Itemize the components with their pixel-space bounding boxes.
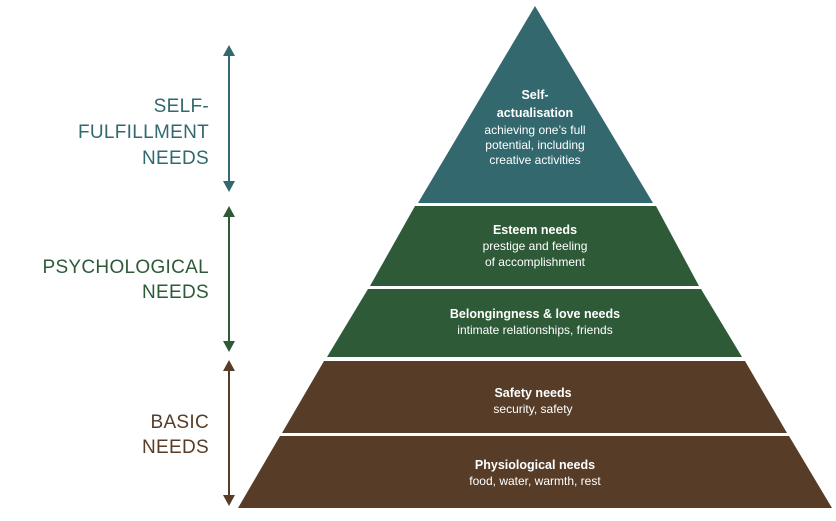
- tier-safety-text: Safety needs security, safety: [493, 386, 572, 416]
- tier-self-actualisation: [418, 6, 653, 203]
- psychological-label-line2: NEEDS: [142, 282, 209, 303]
- belonging-title: Belongingness & love needs: [450, 307, 620, 321]
- basic-label-line2: NEEDS: [142, 437, 209, 458]
- safety-desc: security, safety: [493, 402, 572, 416]
- arrow-up-icon: [223, 206, 235, 217]
- basic-label-line1: BASIC: [150, 412, 209, 433]
- self-actualisation-desc-line2: potential, including: [485, 138, 584, 152]
- physiological-desc: food, water, warmth, rest: [469, 474, 601, 488]
- tier-belonging-text: Belongingness & love needs intimate rela…: [450, 307, 620, 337]
- group-label-psychological: PSYCHOLOGICAL NEEDS: [42, 257, 209, 303]
- arrow-up-icon: [223, 360, 235, 371]
- esteem-desc-line2: of accomplishment: [485, 255, 586, 269]
- psychological-label-line1: PSYCHOLOGICAL: [42, 257, 209, 278]
- group-label-basic: BASIC NEEDS: [142, 412, 209, 458]
- arrow-down-icon: [223, 495, 235, 506]
- tier-physiological-text: Physiological needs food, water, warmth,…: [469, 458, 601, 488]
- esteem-title: Esteem needs: [493, 223, 577, 237]
- arrow-up-icon: [223, 45, 235, 56]
- self-actualisation-desc-line1: achieving one’s full: [484, 123, 585, 137]
- self-fulfillment-label-line3: NEEDS: [142, 148, 209, 169]
- arrow-down-icon: [223, 341, 235, 352]
- self-fulfillment-label-line2: FULFILLMENT: [78, 122, 209, 143]
- basic-range-arrow: [223, 360, 235, 506]
- tier-esteem: [370, 206, 699, 286]
- tier-physiological: [238, 436, 832, 508]
- belonging-desc: intimate relationships, friends: [457, 323, 612, 337]
- tier-self-actualisation-text: Self- actualisation achieving one’s full…: [484, 88, 585, 167]
- tier-esteem-text: Esteem needs prestige and feeling of acc…: [483, 223, 588, 269]
- tier-safety: [282, 361, 787, 433]
- self-fulfillment-range-arrow: [223, 45, 235, 192]
- self-fulfillment-label-line1: SELF-: [154, 96, 209, 117]
- safety-title: Safety needs: [494, 386, 571, 400]
- self-actualisation-desc-line3: creative activities: [489, 153, 580, 167]
- arrow-down-icon: [223, 181, 235, 192]
- self-actualisation-title-line1: Self-: [521, 88, 548, 102]
- psychological-range-arrow: [223, 206, 235, 352]
- esteem-desc-line1: prestige and feeling: [483, 239, 588, 253]
- physiological-title: Physiological needs: [475, 458, 595, 472]
- group-label-self-fulfillment: SELF- FULFILLMENT NEEDS: [78, 96, 209, 169]
- tier-belonging: [327, 289, 742, 357]
- self-actualisation-title-line2: actualisation: [497, 106, 573, 120]
